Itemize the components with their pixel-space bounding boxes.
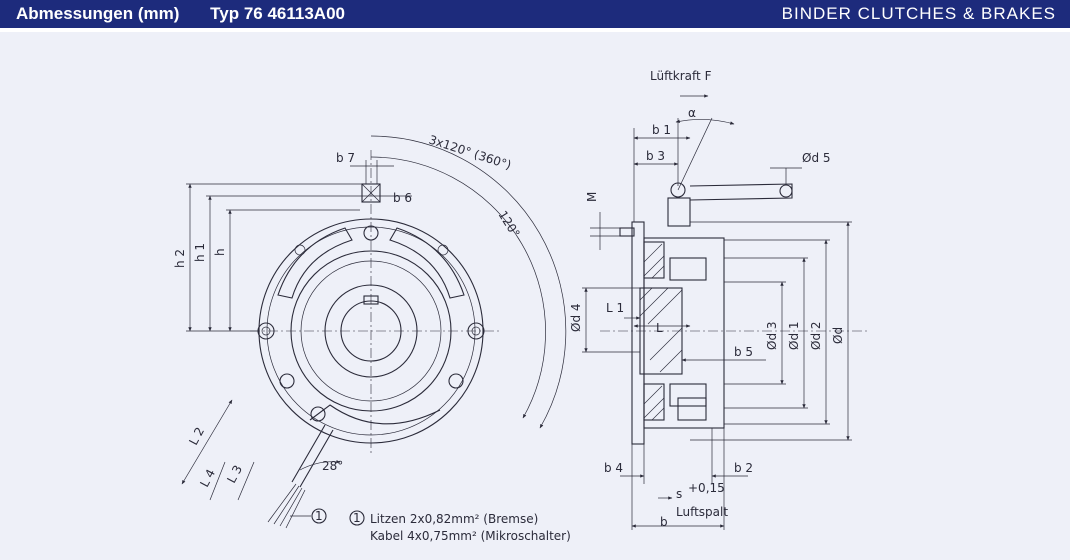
spring-upper	[669, 257, 707, 281]
lever-body	[667, 197, 691, 227]
d2-label: Ød 2	[809, 321, 823, 350]
flange-plate	[631, 221, 645, 445]
callout-marker: 1	[315, 509, 323, 523]
cable-channel	[309, 404, 441, 425]
stud-cross-2	[361, 183, 381, 203]
angle-28-arc	[299, 459, 341, 471]
h1-label: h 1	[193, 243, 207, 262]
alpha-arc	[675, 119, 735, 125]
small-hole-1	[294, 244, 306, 256]
release-arm	[689, 183, 793, 201]
hatch-upper	[643, 241, 665, 279]
b2-label: b 2	[734, 461, 753, 475]
h2-label: h 2	[173, 249, 187, 268]
mount-lug-right	[467, 322, 485, 340]
header-title: Abmessungen (mm) Typ 76 46113A00	[16, 4, 371, 24]
keyway	[363, 295, 379, 305]
armature-disc	[290, 250, 452, 412]
legend-marker-circle	[349, 510, 365, 526]
top-stud	[361, 183, 381, 203]
coil-lower	[677, 397, 707, 421]
arm-end-hole	[779, 184, 793, 198]
L1-label: L 1	[606, 301, 624, 315]
lever-swing-line	[677, 117, 713, 191]
hub-outer	[324, 284, 418, 378]
b4-label: b 4	[604, 461, 623, 475]
s-label: s	[676, 487, 682, 501]
luftspalt-label: Luftspalt	[676, 505, 728, 519]
hub	[639, 287, 683, 375]
L2-label: L 2	[186, 425, 207, 448]
legend-marker: 1	[353, 511, 361, 525]
L-label: L	[656, 321, 663, 335]
screw-hole-left	[279, 373, 295, 389]
b5-label: b 5	[734, 345, 753, 359]
M-label: M	[585, 192, 599, 202]
bore	[340, 300, 402, 362]
dimensions-title: Abmessungen (mm)	[16, 4, 180, 23]
cable-wires	[267, 483, 306, 529]
angle-28-label: 28°	[322, 459, 343, 473]
screw-hole-top	[363, 225, 379, 241]
L3-dim	[237, 461, 255, 501]
angle-120-label: 120°	[495, 208, 522, 240]
drawing-background	[0, 32, 1070, 560]
type-code: Typ 76 46113A00	[210, 4, 345, 23]
screw-hole-right	[448, 373, 464, 389]
release-bracket-left	[277, 227, 353, 299]
outer-flange	[258, 218, 484, 444]
d5-label: Ød 5	[802, 151, 831, 165]
h-label: h	[213, 248, 227, 256]
d3-label: Ød 3	[765, 321, 779, 350]
spring-lower	[669, 383, 707, 407]
legend-line-2: Kabel 4x0,75mm² (Mikroschalter)	[370, 529, 571, 543]
brand-name: BINDER CLUTCHES & BRAKES	[781, 4, 1056, 23]
b1-label: b 1	[652, 123, 671, 137]
d-label: Ød	[831, 327, 845, 344]
magnet-body	[643, 237, 725, 429]
d4-label: Ød 4	[569, 303, 583, 332]
hatch-lower	[643, 383, 665, 421]
s-tolerance: +0,15	[688, 481, 725, 495]
b3-label: b 3	[646, 149, 665, 163]
side-view: Lüftkraft F α b 1 b 3 Ød 5 M Ød 4 L 1 L	[569, 69, 870, 530]
b-label: b	[660, 515, 668, 529]
b6-label: b 6	[393, 191, 412, 205]
release-bracket-right	[389, 227, 465, 299]
angle-3x120-label: 3x120° (360°)	[427, 133, 513, 173]
cable-outer	[291, 424, 334, 488]
L2-dim	[181, 399, 233, 485]
b7-label: b 7	[336, 151, 355, 165]
alpha-label: α	[688, 106, 696, 120]
front-view: 1 3x120° (360°) 120° b 7 b 6 h 2 h 1 h L…	[173, 133, 567, 529]
mount-hole-left	[261, 326, 271, 336]
flange-inner-ring	[266, 226, 476, 436]
callout-marker-circle	[311, 508, 327, 524]
L4-label: L 4	[197, 467, 218, 490]
L3-label: L 3	[224, 463, 245, 486]
legend-line-1: Litzen 2x0,82mm² (Bremse)	[370, 512, 538, 526]
header-bar: Abmessungen (mm) Typ 76 46113A00 BINDER …	[0, 0, 1070, 28]
armature-step	[300, 260, 442, 402]
cable-gland	[310, 406, 326, 422]
arc-360	[370, 135, 567, 429]
small-hole-2	[437, 244, 449, 256]
L4-dim	[209, 461, 226, 501]
release-force-label: Lüftkraft F	[650, 69, 712, 83]
mount-hole-right	[471, 326, 481, 336]
d1-label: Ød 1	[787, 321, 801, 350]
legend: 1 Litzen 2x0,82mm² (Bremse) Kabel 4x0,75…	[349, 510, 571, 543]
arc-120	[370, 156, 546, 419]
